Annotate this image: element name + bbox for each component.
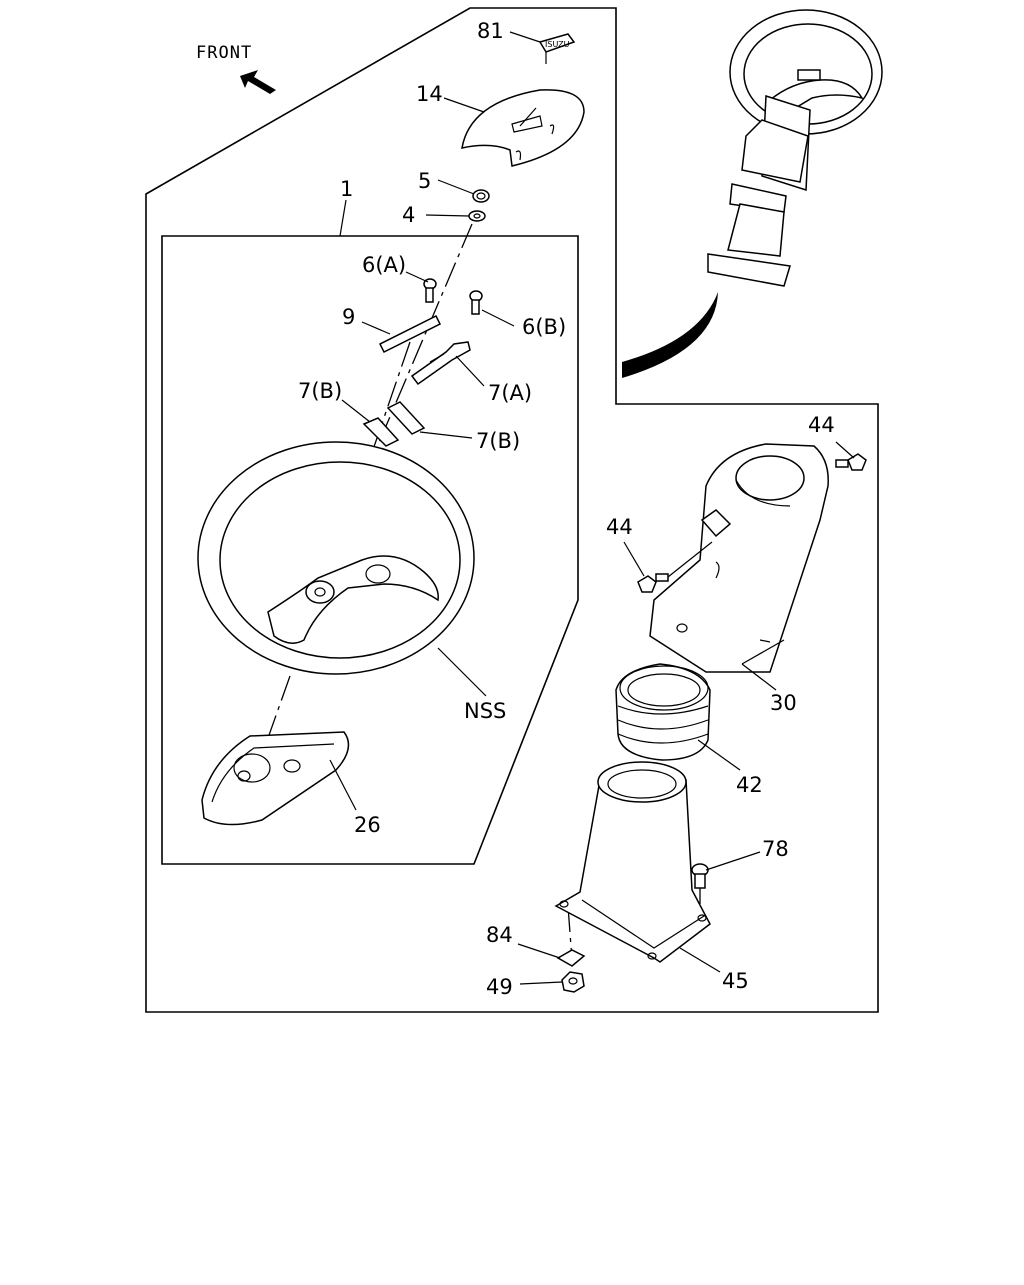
part-44-bolt-top [835, 453, 867, 471]
assembled-view-wheel [707, 9, 883, 287]
callout-14: 14 [416, 82, 443, 106]
part-45-boot [554, 761, 711, 963]
callout-81: 81 [477, 19, 504, 43]
callout-7b-right: 7(B) [476, 429, 520, 453]
part-84-plate [556, 949, 586, 967]
callout-78: 78 [762, 837, 789, 861]
callout-42: 42 [736, 773, 763, 797]
callout-30: 30 [770, 691, 797, 715]
part-44-bolt-left [637, 573, 669, 593]
part-7b-clip-right [386, 401, 426, 435]
part-nss-steering-wheel [197, 441, 475, 675]
callout-5: 5 [418, 169, 431, 193]
part-6a-screw [423, 278, 437, 303]
part-7a-harness [410, 341, 471, 386]
view-connector-arc [622, 292, 718, 378]
callout-9: 9 [342, 305, 355, 329]
part-6b-screw [469, 290, 483, 315]
outer-frame [145, 7, 879, 1013]
callout-7a: 7(A) [488, 381, 532, 405]
part-4-washer [468, 210, 486, 222]
arrow-up-left-icon [240, 70, 276, 94]
isuzu-logo-text: ISUZU [545, 40, 570, 49]
callout-44-left: 44 [606, 515, 633, 539]
leader-lines [329, 31, 855, 985]
callout-nss: NSS [464, 699, 506, 723]
front-indicator: FRONT [196, 43, 276, 94]
part-81-emblem: ISUZU [538, 33, 576, 64]
inner-frame [161, 235, 579, 865]
callout-84: 84 [486, 923, 513, 947]
callout-4: 4 [402, 203, 415, 227]
part-78-bolt [691, 863, 709, 889]
part-49-nut [561, 971, 585, 993]
callout-7b-left: 7(B) [298, 379, 342, 403]
part-26-lower-cover [201, 731, 350, 826]
callout-1: 1 [340, 177, 353, 201]
callout-26: 26 [354, 813, 381, 837]
front-label: FRONT [196, 43, 252, 63]
part-42-bellows [615, 663, 711, 761]
callout-45: 45 [722, 969, 749, 993]
callout-6b: 6(B) [522, 315, 566, 339]
part-7b-clip-left [362, 417, 400, 447]
part-9-plate [378, 314, 442, 354]
callout-44-top: 44 [808, 413, 835, 437]
part-30-column-cover [649, 443, 829, 673]
callout-49: 49 [486, 975, 513, 999]
part-14-horn-pad [461, 89, 585, 167]
part-5-nut [472, 189, 490, 203]
callout-6a: 6(A) [362, 253, 406, 277]
